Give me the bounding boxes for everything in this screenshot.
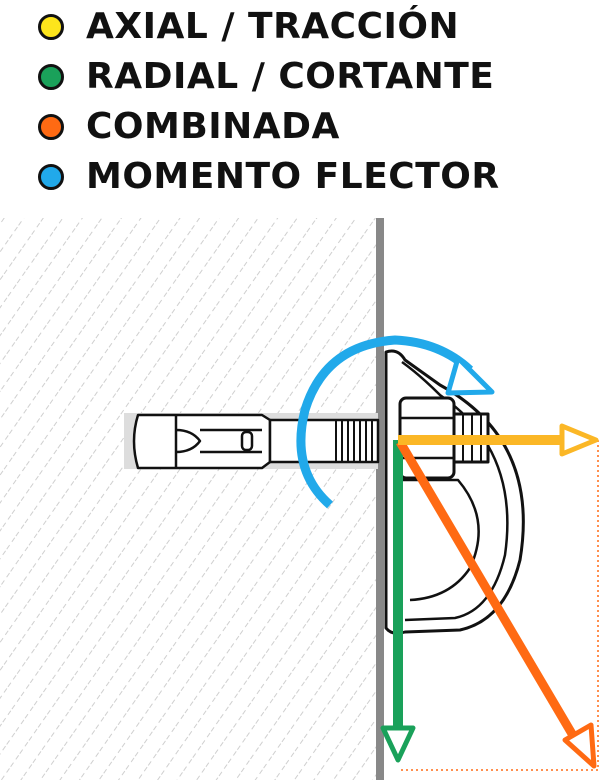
wall-surface-line bbox=[376, 218, 384, 780]
legend-item-axial: AXIAL / TRACCIÓN bbox=[38, 2, 500, 52]
combined-guide-lines bbox=[398, 440, 599, 771]
legend-dot-orange bbox=[38, 114, 64, 140]
legend-item-moment: MOMENTO FLECTOR bbox=[38, 152, 500, 202]
legend-label-combined: COMBINADA bbox=[86, 106, 340, 147]
legend-label-moment: MOMENTO FLECTOR bbox=[86, 156, 500, 197]
legend: AXIAL / TRACCIÓN RADIAL / CORTANTE COMBI… bbox=[38, 2, 500, 202]
axial-arrow bbox=[398, 423, 599, 457]
legend-item-radial: RADIAL / CORTANTE bbox=[38, 52, 500, 102]
legend-item-combined: COMBINADA bbox=[38, 102, 500, 152]
legend-dot-yellow bbox=[38, 14, 64, 40]
legend-label-axial: AXIAL / TRACCIÓN bbox=[86, 6, 460, 47]
radial-arrow bbox=[380, 440, 416, 763]
combined-arrow bbox=[396, 439, 597, 769]
anchor-bolt bbox=[124, 413, 380, 470]
concrete-wall bbox=[0, 218, 378, 780]
legend-label-radial: RADIAL / CORTANTE bbox=[86, 56, 495, 97]
legend-dot-blue bbox=[38, 164, 64, 190]
legend-dot-green bbox=[38, 64, 64, 90]
moment-arrow bbox=[296, 335, 495, 509]
